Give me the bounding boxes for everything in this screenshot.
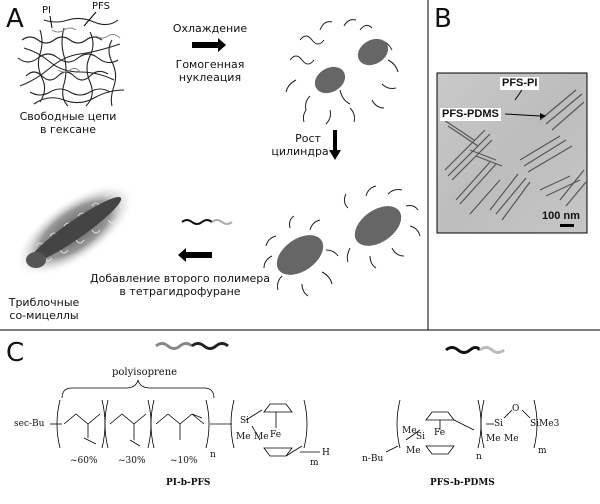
fraction-2: ~30% [118, 456, 146, 466]
si-left: Si [240, 416, 250, 426]
m-subscript-right: m [538, 446, 547, 456]
tem-pointer-pdms [504, 113, 541, 117]
pi-b-pfs-name: PI-b-PFS [166, 478, 211, 488]
tem-image [436, 72, 588, 234]
panel-label-b: B [434, 4, 452, 34]
cooling-line2: Гомогенная [175, 58, 245, 71]
pi-b-pfs-structure [50, 399, 320, 457]
tem-fibers [443, 89, 587, 221]
grown-micelles [263, 185, 421, 297]
si-right-1: Si [416, 432, 426, 442]
polyisoprene-brace [61, 379, 215, 399]
panel-label-a: A [6, 4, 24, 34]
triblock-line2: со-мицеллы [9, 309, 79, 322]
tem-pointer-pi [514, 89, 523, 101]
chain-icon-right [445, 346, 505, 354]
add-polymer-line1: Добавление второго полимера [90, 272, 270, 285]
n-subscript-left-1: n [210, 450, 216, 460]
me-left-1: Me [236, 432, 251, 442]
free-chains-tangle [17, 17, 125, 107]
added-polymer-chain [181, 219, 233, 225]
label-pfs: PFS [92, 1, 110, 12]
label-pi: PI [42, 5, 51, 16]
free-chains-line2: в гексане [40, 123, 96, 136]
add-polymer-line2: в тетрагидрофуране [119, 285, 241, 298]
tem-label-pfs-pdms: PFS-PDMS [440, 108, 501, 121]
si-right-2: Si [494, 419, 504, 429]
scale-bar [560, 224, 574, 227]
h-left: H [322, 448, 330, 458]
growth-line1: Рост [295, 132, 321, 145]
pfs-pointer [83, 11, 97, 27]
me-left-2: Me [254, 432, 269, 442]
me-right-3: Me [486, 434, 501, 444]
me-right-1: Me [402, 426, 417, 436]
fe-right: Fe [434, 428, 446, 438]
pfs-b-pdms-name: PFS-b-PDMS [430, 478, 495, 488]
sec-bu-label: sec-Bu [14, 419, 45, 429]
triblock-comicelle [15, 182, 135, 278]
o-right: O [512, 404, 520, 414]
arrow-down [329, 130, 341, 160]
growth-line2: цилиндра [271, 145, 329, 158]
pi-pointer [49, 15, 53, 29]
cooling-line3: нуклеация [178, 71, 242, 84]
nucleation-micelles [285, 19, 399, 125]
tem-scale-label: 100 nm [542, 210, 580, 222]
m-subscript-left: m [310, 458, 319, 468]
fraction-1: ~60% [70, 456, 98, 466]
tem-label-pfs-pi: PFS-PI [500, 77, 540, 90]
arrow-left [178, 248, 212, 262]
fraction-3: ~10% [170, 456, 198, 466]
fe-left: Fe [270, 430, 282, 440]
n-subscript-right: n [476, 452, 482, 462]
panel-label-c: C [6, 338, 25, 368]
arrow-right [192, 38, 226, 52]
chain-icon-left [155, 342, 229, 350]
me-right-2: Me [406, 446, 421, 456]
pfs-b-pdms-structure [385, 399, 538, 455]
cooling-line1: Охлаждение [172, 22, 248, 35]
sime3-right: SiMe3 [530, 419, 560, 429]
free-chains-line1: Свободные цепи [19, 110, 117, 123]
triblock-line1: Триблочные [8, 296, 80, 309]
n-bu-label: n-Bu [362, 454, 384, 464]
polyisoprene-label: polyisoprene [112, 367, 178, 378]
me-right-4: Me [504, 434, 519, 444]
free-chains-pfs [51, 27, 121, 73]
